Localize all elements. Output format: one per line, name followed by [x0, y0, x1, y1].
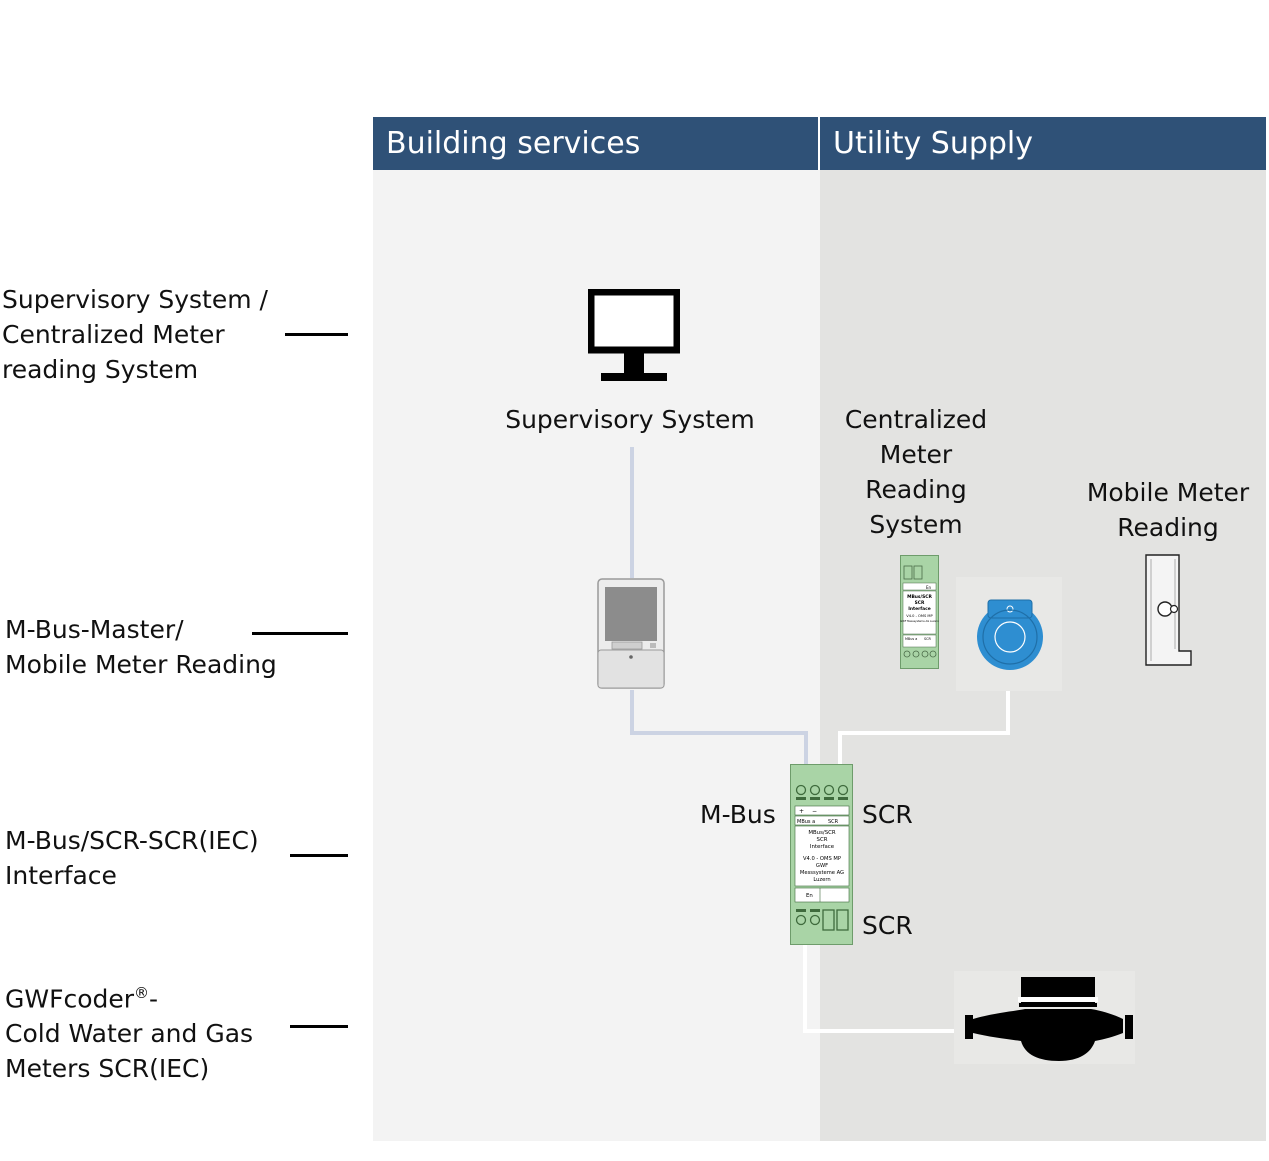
svg-text:Interface: Interface [810, 844, 835, 850]
small-interface-device-icon: En MBus/SCR SCR Interface V4.0 - OMS MP … [900, 555, 939, 669]
mbus-scr-interface-icon: + − MBus a SCR MBus/SCR SCR Interface V4… [790, 764, 853, 945]
port-label-scr-bottom: SCR [862, 911, 913, 940]
svg-text:Luzern: Luzern [813, 877, 830, 883]
svg-text:−: − [812, 808, 817, 815]
level-label-meters: GWFcoder®- Cold Water and Gas Meters SCR… [5, 984, 254, 1084]
node-label-supervisory: Supervisory System [505, 405, 755, 434]
svg-text:Messsysteme AG: Messsysteme AG [800, 870, 844, 876]
mbus-master-device-icon [597, 578, 665, 689]
monitor-icon [588, 289, 680, 381]
svg-text:V4.0 - OMS MP: V4.0 - OMS MP [803, 856, 841, 862]
level-label-supervisory: Supervisory System / Centralized Meter r… [2, 285, 268, 384]
svg-text:+: + [799, 808, 804, 815]
mbus-wire-master [630, 690, 808, 766]
header-utility-supply: Utility Supply [820, 117, 1266, 170]
scr-wire-reader [838, 690, 1010, 766]
level-line-meters [290, 1025, 348, 1028]
level-line-interface [290, 854, 348, 857]
svg-text:MBus a: MBus a [905, 637, 917, 641]
svg-text:En: En [926, 585, 932, 590]
port-label-mbus: M-Bus [700, 800, 776, 829]
svg-text:GWF: GWF [816, 863, 828, 869]
svg-text:V4.0 - OMS MP: V4.0 - OMS MP [906, 614, 933, 618]
mobile-reader-icon [1145, 554, 1192, 666]
svg-text:SCR: SCR [924, 637, 932, 641]
level-label-interface: M-Bus/SCR-SCR(IEC) Interface [5, 826, 259, 890]
node-label-centralized: Centralized Meter Reading System [844, 405, 988, 539]
scr-wire-meter [803, 944, 962, 1033]
level-label-master: M-Bus-Master/ Mobile Meter Reading [5, 615, 277, 679]
optical-reader-icon [977, 599, 1043, 670]
svg-text:SCR: SCR [915, 600, 925, 606]
port-label-scr-top: SCR [862, 800, 913, 829]
svg-text:SCR: SCR [817, 837, 828, 843]
small-device-title: MBus/SCR [907, 594, 932, 600]
level-line-master [252, 632, 348, 635]
svg-text:GWF Messsysteme AG Luzern: GWF Messsysteme AG Luzern [900, 619, 939, 623]
svg-text:Interface: Interface [908, 606, 930, 612]
svg-text:MBus a: MBus a [797, 819, 815, 825]
node-label-mobile: Mobile Meter Reading [1086, 478, 1250, 542]
water-meter-icon [965, 977, 1133, 1061]
header-building-services: Building services [373, 117, 818, 170]
svg-text:SCR: SCR [828, 819, 839, 825]
interface-device-title: MBus/SCR [808, 830, 836, 836]
level-line-supervisory [285, 333, 348, 336]
svg-text:En: En [806, 893, 813, 899]
